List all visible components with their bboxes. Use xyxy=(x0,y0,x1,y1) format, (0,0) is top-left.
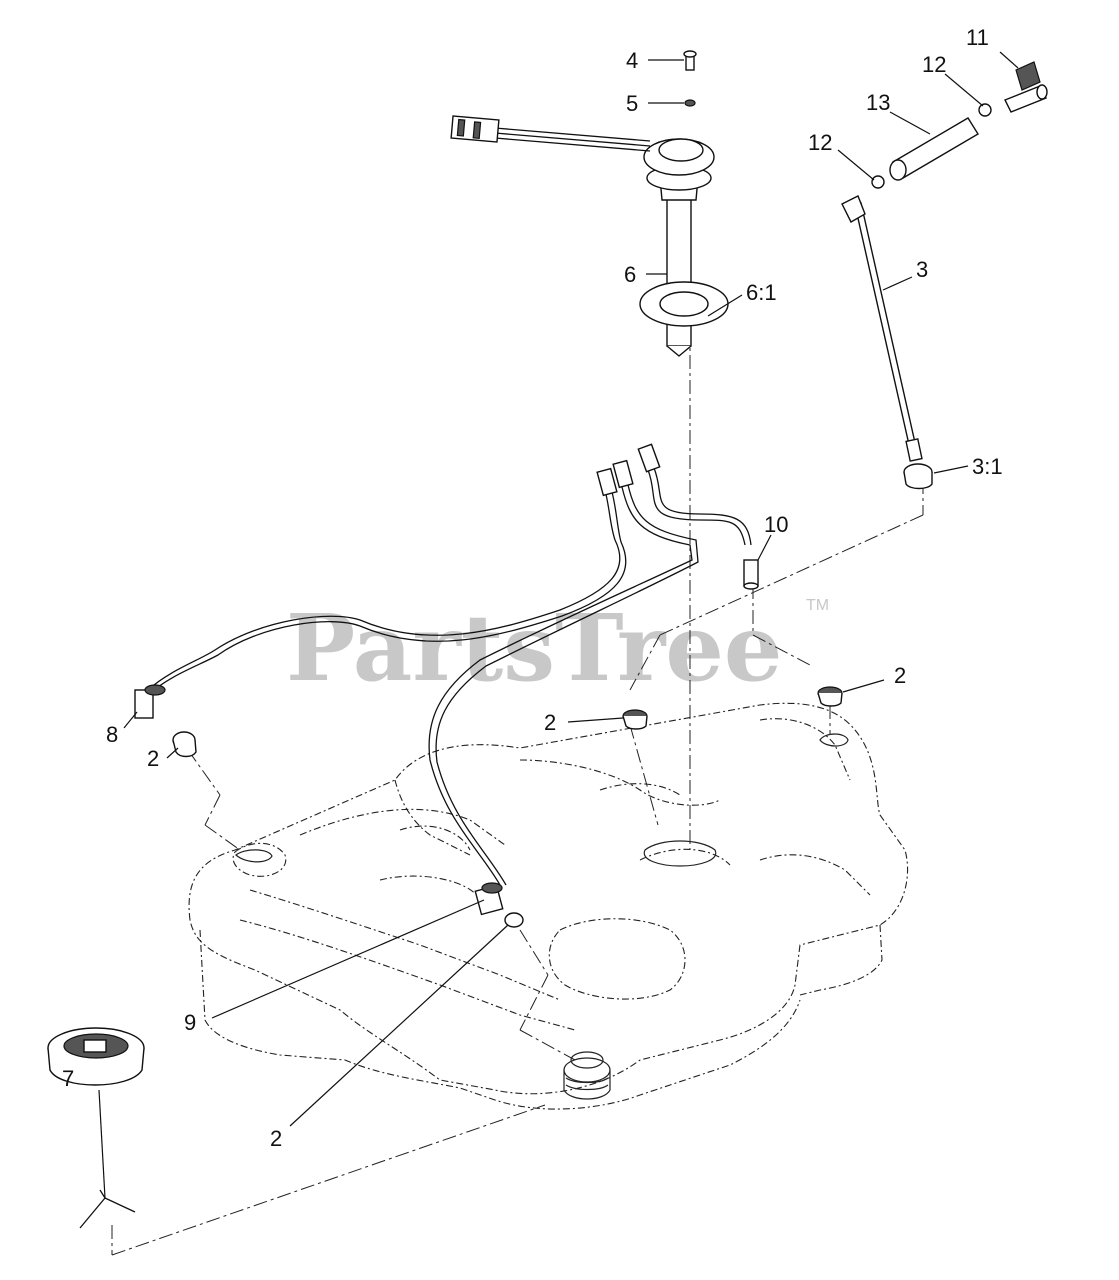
screw-part-4 xyxy=(683,50,697,71)
filter-part-13 xyxy=(889,117,979,181)
callout-9: 9 xyxy=(184,1010,196,1035)
clamp-part-12-lower xyxy=(871,175,885,189)
grommet-part-3-1 xyxy=(903,463,933,490)
washer-part-5 xyxy=(684,99,696,107)
grommet-part-2-bottom xyxy=(504,912,524,928)
elbow-part-10 xyxy=(743,559,759,590)
fitting-part-8 xyxy=(134,684,166,719)
clamp-part-12-upper xyxy=(978,103,992,117)
grommet-part-2-center xyxy=(622,709,648,730)
callout-6-1: 6:1 xyxy=(746,280,777,305)
callout-labels: 4 5 6 6:1 3 3:1 11 12 13 12 10 8 2 2 2 9… xyxy=(62,25,1003,1151)
callout-10: 10 xyxy=(764,512,788,537)
fuel-tank xyxy=(188,702,909,1110)
callout-2-center: 2 xyxy=(544,710,556,735)
gasket-part-6-1 xyxy=(639,281,729,327)
callout-5: 5 xyxy=(626,91,638,116)
leader-lines xyxy=(123,51,1019,1127)
callout-6: 6 xyxy=(624,262,636,287)
fuel-hoses xyxy=(147,443,752,886)
watermark-text: PartsTree xyxy=(286,594,782,702)
valve-part-11 xyxy=(1004,61,1048,113)
callout-4: 4 xyxy=(626,48,638,73)
callout-3-1: 3:1 xyxy=(972,454,1003,479)
callout-2-bottom: 2 xyxy=(270,1126,282,1151)
callout-12-upper: 12 xyxy=(922,52,946,77)
fuel-sender-part-6 xyxy=(450,115,715,357)
assembly-centerlines xyxy=(111,330,924,1256)
grommet-part-2-left xyxy=(172,731,197,758)
callout-11: 11 xyxy=(966,25,989,50)
callout-13: 13 xyxy=(866,90,890,115)
vent-tube-part-3 xyxy=(841,195,923,462)
watermark-tm: TM xyxy=(806,597,829,614)
callout-7: 7 xyxy=(62,1066,74,1091)
grommet-part-2-right xyxy=(817,686,843,707)
callout-3: 3 xyxy=(916,257,928,282)
callout-8: 8 xyxy=(106,722,118,747)
callout-2-right: 2 xyxy=(894,663,906,688)
fuel-cap-part-7 xyxy=(47,1027,145,1229)
watermark: PartsTree TM xyxy=(286,594,829,702)
callout-2-left: 2 xyxy=(147,746,159,771)
callout-12-lower: 12 xyxy=(808,130,832,155)
fitting-part-9 xyxy=(474,882,504,916)
